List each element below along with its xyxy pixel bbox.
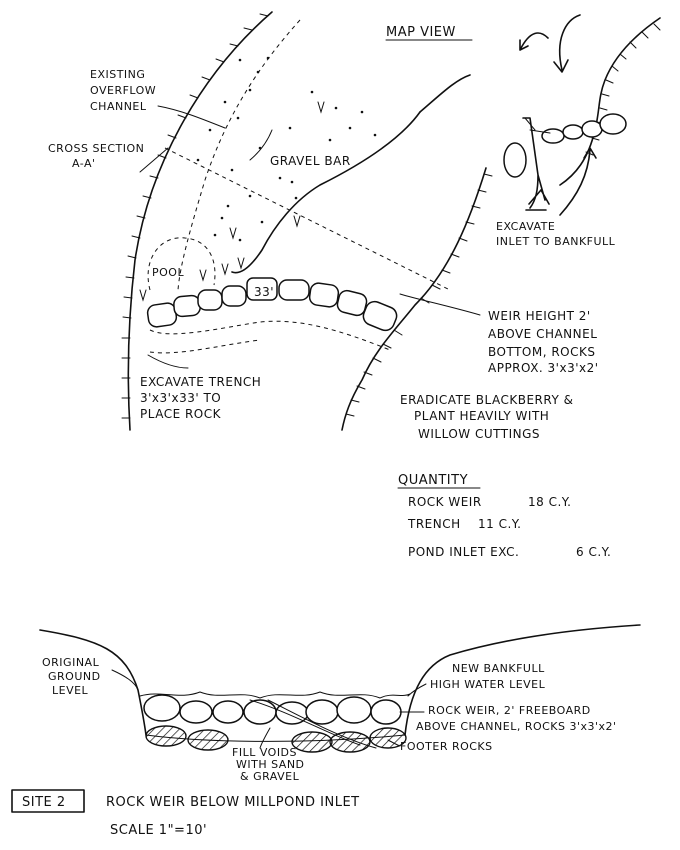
willow-marks (139, 101, 325, 302)
quantity-amount-1: 18 C.Y. (528, 495, 572, 509)
gravel-dots (196, 56, 377, 242)
site-label: SITE 2 (22, 795, 66, 810)
cross-section-line2: A-A' (72, 157, 96, 170)
weir-height-line3: BOTTOM, ROCKS (488, 345, 596, 359)
weir-rocks-plan (146, 277, 398, 354)
footer-rocks-drawing (145, 725, 407, 753)
inlet-excavation-symbol (522, 117, 550, 211)
rock-weir-line2: ABOVE CHANNEL, ROCKS 3'x3'x2' (416, 720, 617, 733)
map-view-title: MAP VIEW (386, 25, 456, 40)
pool-label: POOL (152, 266, 184, 279)
weir-height-line2: ABOVE CHANNEL (488, 327, 597, 341)
quantity-amount-3: 6 C.Y. (576, 545, 611, 559)
cross-section-line (164, 147, 451, 291)
gravel-bar-outline (231, 111, 421, 274)
quantity-item-2: TRENCH (407, 517, 461, 531)
footer-rocks-label: FOOTER ROCKS (400, 740, 493, 753)
upper-right-bank (559, 17, 661, 186)
left-outer-bank (121, 11, 273, 431)
weir-height-line1: WEIR HEIGHT 2' (488, 309, 591, 323)
existing-overflow-line1: EXISTING (90, 68, 145, 81)
existing-overflow-line3: CHANNEL (90, 100, 147, 113)
scale-label: SCALE 1"=10' (110, 823, 207, 838)
fill-voids-line1: FILL VOIDS (232, 746, 297, 759)
fill-voids-line2: WITH SAND (236, 758, 305, 771)
quantity-heading: QUANTITY (398, 473, 468, 488)
eradicate-line3: WILLOW CUTTINGS (418, 427, 540, 441)
excavate-trench-line3: PLACE ROCK (140, 407, 222, 421)
weir-length-label: 33' (254, 285, 274, 299)
flow-arrow-left (519, 32, 549, 51)
eradicate-line2: PLANT HEAVILY WITH (414, 409, 549, 423)
cross-section-weir-rocks (143, 694, 402, 749)
excavate-trench-line2: 3'x3'x33' TO (140, 391, 221, 405)
existing-overflow-line2: OVERFLOW (90, 84, 156, 97)
new-bankfull-line2: HIGH WATER LEVEL (430, 678, 546, 691)
rock-weir-line1: ROCK WEIR, 2' FREEBOARD (428, 704, 591, 717)
fill-voids-line3: & GRAVEL (240, 770, 300, 783)
original-ground-line3: LEVEL (52, 684, 89, 697)
excavate-inlet-line1: EXCAVATE (496, 220, 555, 233)
cross-section-line1: CROSS SECTION (48, 142, 144, 155)
weir-height-line4: APPROX. 3'x3'x2' (488, 361, 599, 375)
quantity-item-3: POND INLET EXC. (408, 545, 519, 559)
excavate-inlet-line2: INLET TO BANKFULL (496, 235, 616, 248)
inlet-arrow (559, 147, 597, 216)
flow-arrow-curved (553, 14, 581, 73)
original-ground-line2: GROUND (48, 670, 101, 683)
gravel-bar-label: GRAVEL BAR (270, 154, 351, 168)
site-box (11, 789, 85, 813)
new-bankfull-line1: NEW BANKFULL (452, 662, 545, 675)
eradicate-line1: ERADICATE BLACKBERRY & (400, 393, 573, 407)
inlet-rocks (503, 113, 627, 178)
footer-title: ROCK WEIR BELOW MILLPOND INLET (106, 795, 360, 810)
quantity-amount-2: 11 C.Y. (478, 517, 522, 531)
excavate-trench-line1: EXCAVATE TRENCH (140, 375, 261, 389)
quantity-item-1: ROCK WEIR (408, 495, 482, 509)
pool-outline (147, 237, 216, 291)
original-ground-line1: ORIGINAL (42, 656, 100, 669)
